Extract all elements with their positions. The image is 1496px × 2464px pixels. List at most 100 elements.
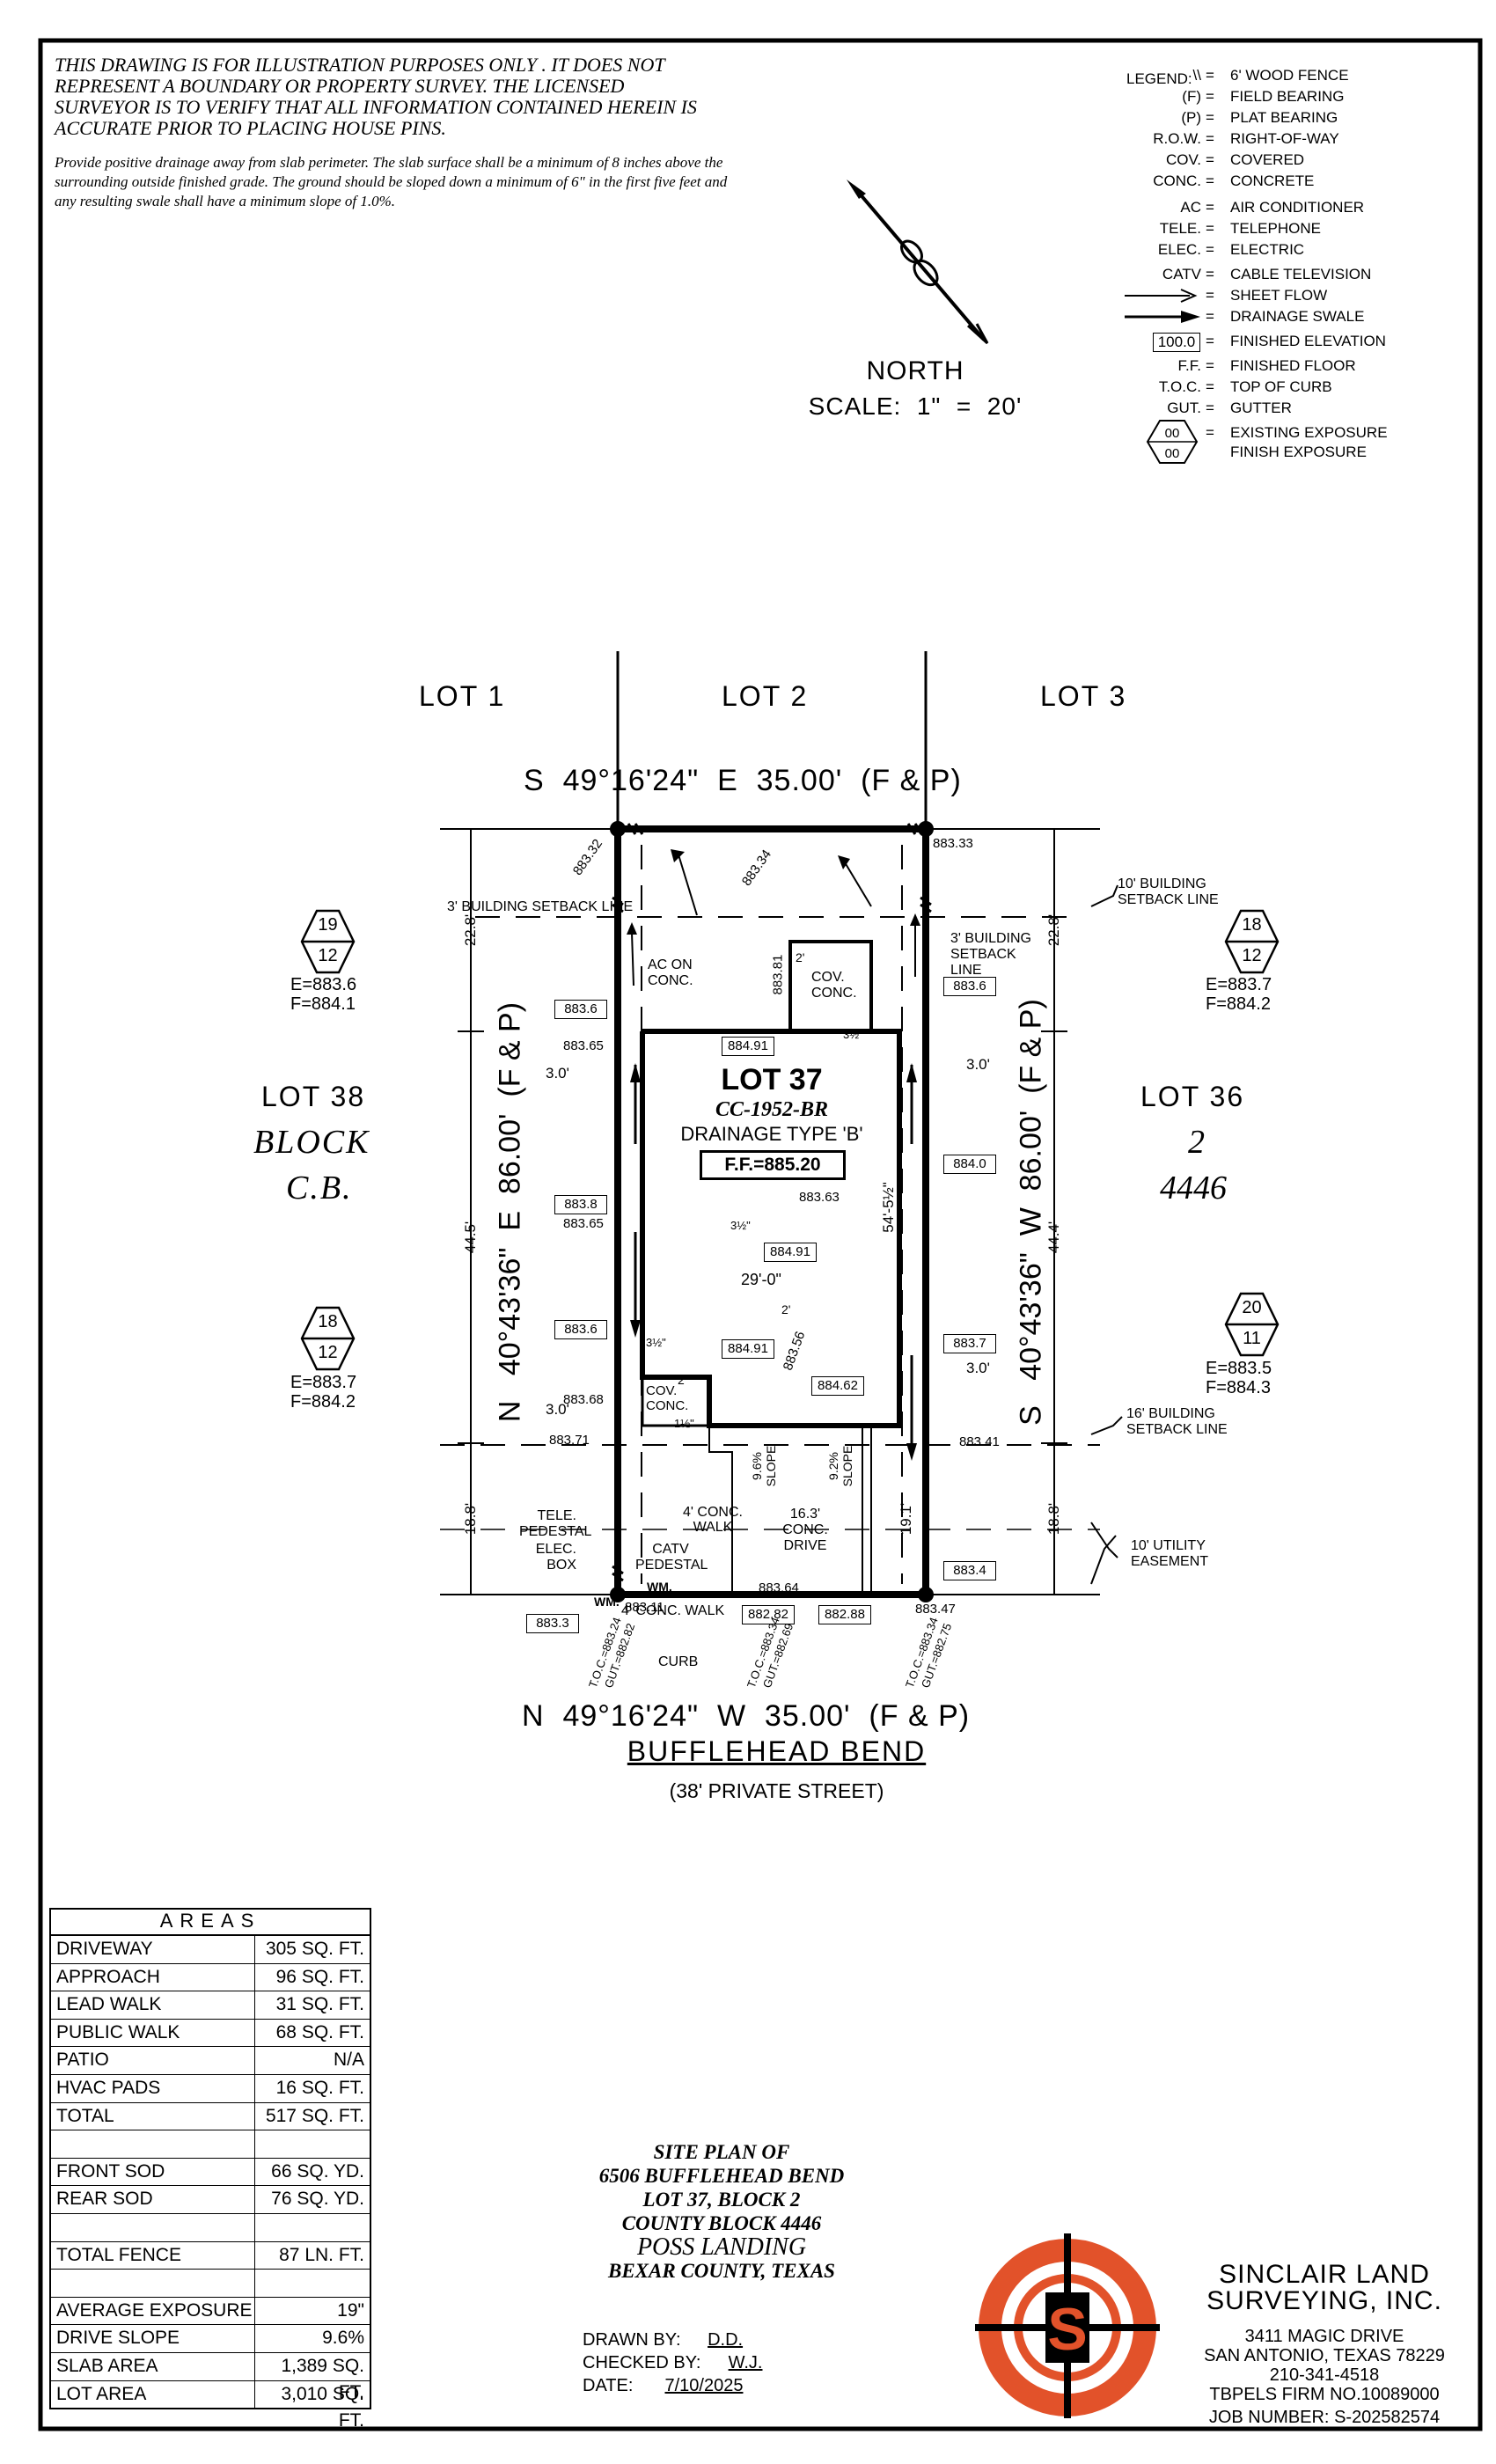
elevation-spot: 883.71	[549, 1433, 590, 1448]
legend-def: COVERED	[1230, 151, 1305, 168]
areas-key: LOT AREA	[51, 2380, 255, 2409]
disclaimer-note: THIS DRAWING IS FOR ILLUSTRATION PURPOSE…	[55, 54, 697, 139]
cov-conc-rear: COV. CONC.	[811, 970, 857, 1001]
legend-row: FINISH EXPOSURE	[1082, 444, 1470, 465]
cov-conc-front: COV. CONC.	[646, 1383, 689, 1413]
legend-def: AIR CONDITIONER	[1230, 199, 1365, 216]
block-2: 2	[1188, 1124, 1205, 1161]
finished-elevation-box: 883.7	[943, 1334, 996, 1353]
north-arrow-icon	[847, 180, 989, 345]
elevation-spot: 883.81	[770, 954, 786, 995]
legend-row: F.F.=FINISHED FLOOR	[1082, 357, 1470, 378]
areas-value: 31 SQ. FT.	[275, 1994, 364, 2015]
finished-elevation-box: 883.6	[554, 1000, 607, 1019]
checked-value: W.J.	[728, 2353, 763, 2372]
firm-number: TBPELS FIRM NO.10089000	[1209, 2385, 1440, 2404]
dim-3-0-c: 3.0'	[546, 1401, 569, 1418]
drainage-note: Provide positive drainage away from slab…	[55, 154, 728, 209]
areas-value: N/A	[333, 2050, 364, 2071]
finished-elevation-box: 883.4	[943, 1561, 996, 1580]
areas-value: 68 SQ. FT.	[275, 2021, 364, 2042]
areas-key: PATIO	[51, 2047, 255, 2074]
finished-elevation-box: 884.62	[811, 1376, 864, 1396]
areas-value	[255, 2214, 370, 2241]
legend-eq: =	[1206, 109, 1214, 126]
dim-2-b: 2'	[781, 1302, 791, 1316]
drainage-type: DRAINAGE TYPE 'B'	[680, 1123, 863, 1145]
legend-eq: =	[1206, 88, 1214, 105]
slope-1: 9.6% SLOPE	[750, 1445, 778, 1487]
areas-value: 76 SQ. YD.	[271, 2189, 364, 2210]
setback-3-right: 3' BUILDING SETBACK LINE	[950, 931, 1031, 978]
areas-value	[255, 2130, 370, 2158]
ac-on-conc: AC ON CONC.	[648, 957, 693, 988]
water-meter-2: WM.	[594, 1595, 620, 1609]
areas-key: HVAC PADS	[51, 2074, 255, 2102]
areas-value	[255, 2270, 370, 2297]
hex-right-2-f: F=884.3	[1206, 1378, 1271, 1397]
legend-def: DRAINAGE SWALE	[1230, 308, 1365, 325]
legend-eq: =	[1206, 130, 1214, 147]
water-meter-1: WM.	[647, 1580, 672, 1594]
hex-left-2-bottom: 12	[318, 1343, 338, 1362]
drawn-label: DRAWN BY:	[583, 2330, 681, 2350]
dim-18-8-left: 18.8'	[462, 1502, 479, 1536]
legend-eq: =	[1206, 172, 1214, 189]
finished-elevation-box: 884.0	[943, 1155, 996, 1174]
legend-def: 6' WOOD FENCE	[1230, 67, 1349, 84]
areas-value: 96 SQ. FT.	[275, 1966, 364, 1987]
areas-key: FRONT SOD	[51, 2158, 255, 2186]
areas-value: 517 SQ. FT.	[265, 2105, 364, 2126]
site-plan-line-1: SITE PLAN OF	[653, 2141, 790, 2163]
hex-sample-top: 00	[1165, 426, 1180, 441]
conc-walk-label: 4' CONC. WALK	[683, 1505, 743, 1535]
areas-value: 66 SQ. YD.	[271, 2160, 364, 2182]
finished-elevation-box: 883.6	[554, 1320, 607, 1339]
street-name: BUFFLEHEAD BEND	[627, 1735, 927, 1767]
areas-title: AREAS	[51, 1910, 370, 1936]
finished-elevation-box: 882.82	[742, 1605, 795, 1624]
hex-left-2-e: E=883.7	[290, 1373, 357, 1392]
elevation-spot: 883.47	[915, 1602, 956, 1617]
legend-row: AC=AIR CONDITIONER	[1082, 199, 1470, 220]
dim-3-0-b: 3.0'	[966, 1056, 990, 1073]
areas-value: 87 LN. FT.	[279, 2244, 364, 2265]
legend-abbr: (F)	[1182, 88, 1201, 105]
phone: 210-341-4518	[1269, 2365, 1380, 2385]
elevation-spot: 883.41	[959, 1434, 1000, 1449]
legend-abbr: CONC.	[1153, 172, 1201, 189]
areas-value: 1,389 SQ. FT.	[281, 2355, 364, 2402]
areas-key: DRIVE SLOPE	[51, 2325, 255, 2352]
legend-abbr: GUT.	[1167, 400, 1201, 416]
lot-2-label: LOT 2	[722, 680, 809, 712]
legend-abbr: COV.	[1165, 151, 1201, 168]
legend-eq: =	[1206, 333, 1214, 349]
legend-row: (F) = FIELD BEARING	[1082, 88, 1470, 109]
finished-elevation-box: 884.91	[764, 1243, 817, 1262]
areas-key: SLAB AREA	[51, 2352, 255, 2380]
legend-row: COV.=COVERED	[1082, 151, 1470, 172]
finished-elevation-box: 883.8	[554, 1195, 607, 1214]
legend-row: CATV=CABLE TELEVISION	[1082, 266, 1470, 287]
company-logo-icon: S	[975, 2233, 1160, 2418]
drawn-value: D.D.	[708, 2330, 744, 2350]
hex-right-1-bottom: 12	[1242, 946, 1262, 965]
slope-2: 9.2% SLOPE	[826, 1445, 854, 1487]
areas-key: TOTAL FENCE	[51, 2241, 255, 2270]
hex-left-1-bottom: 12	[318, 946, 338, 965]
hex-left-1-top: 19	[318, 915, 338, 935]
exposure-mark-2: 3½"	[730, 1219, 751, 1232]
legend-row: TELE.=TELEPHONE	[1082, 220, 1470, 241]
legend-eq: =	[1206, 287, 1214, 304]
legend-def: FIELD BEARING	[1230, 88, 1345, 105]
dim-29: 29'-0"	[741, 1271, 781, 1288]
legend-abbr: R.O.W.	[1153, 130, 1201, 147]
dim-3-0-d: 3.0'	[966, 1360, 990, 1376]
legend-row: R.O.W.=RIGHT-OF-WAY	[1082, 130, 1470, 151]
